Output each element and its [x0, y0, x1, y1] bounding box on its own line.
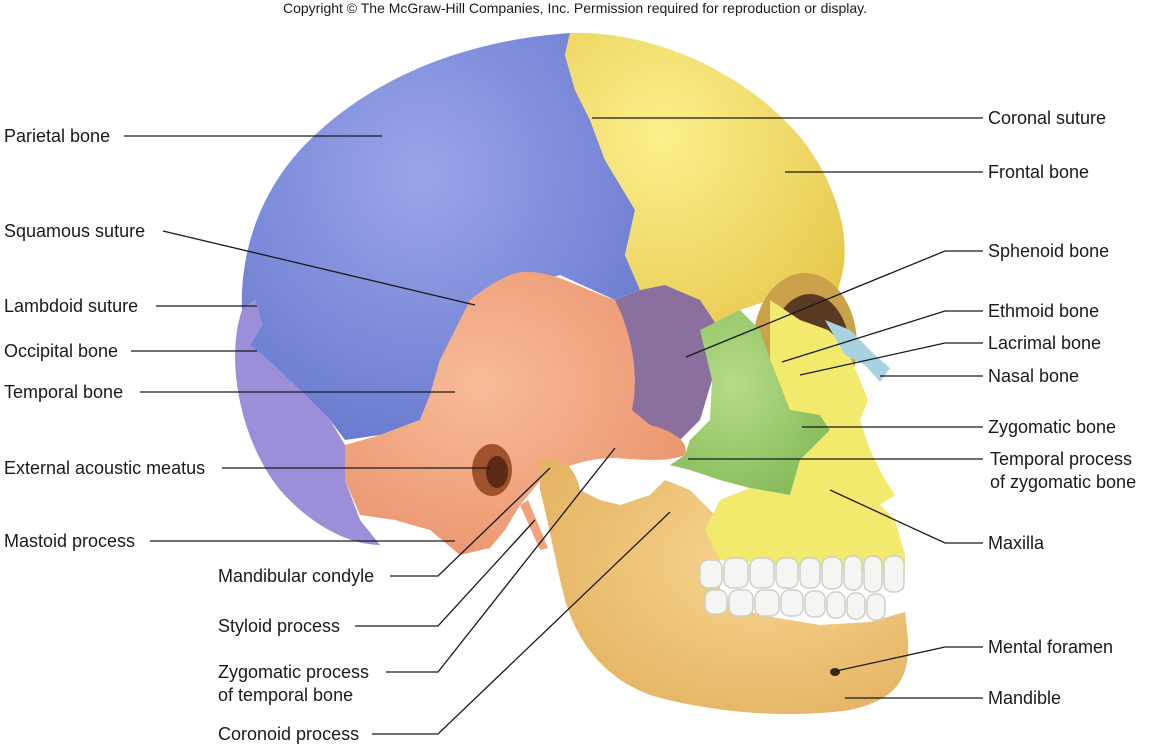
leader-mental-foramen: [835, 646, 983, 672]
maxilla-shape: [705, 300, 905, 575]
leader-zygomatic-process: [386, 447, 616, 673]
label-sphenoid-bone: Sphenoid bone: [988, 241, 1110, 261]
label-mastoid-process: Mastoid process: [4, 531, 136, 551]
label-mandible: Mandible: [988, 688, 1062, 708]
label-zygomatic-process-line1: Zygomatic process: [218, 662, 370, 682]
temporal-bone-shape: [345, 271, 686, 555]
label-nasal-bone: Nasal bone: [988, 366, 1080, 386]
label-temporal-bone: Temporal bone: [4, 382, 124, 402]
label-zygomatic-bone: Zygomatic bone: [988, 417, 1117, 437]
leader-lacrimal-bone: [799, 342, 983, 376]
label-styloid-process: Styloid process: [218, 616, 341, 636]
teeth: [699, 555, 905, 621]
leader-ethmoid-bone: [781, 310, 983, 363]
mental-foramen-shape: [830, 668, 840, 676]
frontal-bone-shape: [565, 32, 845, 330]
styloid-process-shape: [520, 500, 548, 550]
zygomatic-bone-shape: [670, 310, 830, 495]
leader-coronoid-process: [372, 511, 671, 735]
occipital-bone-shape: [235, 300, 380, 545]
copyright-notice: Copyright © The McGraw-Hill Companies, I…: [282, 0, 868, 16]
label-frontal-bone: Frontal bone: [988, 162, 1090, 182]
mandible-shape: [540, 458, 909, 715]
leader-squamous-suture: [162, 230, 476, 306]
label-zygomatic-process-line2: of temporal bone: [218, 685, 354, 705]
leader-maxilla: [829, 489, 983, 544]
label-lacrimal-bone: Lacrimal bone: [988, 333, 1102, 353]
leader-mandibular-condyle: [390, 467, 551, 577]
leader-sphenoid-bone: [685, 250, 983, 358]
nasal-bone-shape: [825, 320, 890, 382]
label-temporal-process-line1: Temporal process: [990, 449, 1133, 469]
label-temporal-process-line2: of zygomatic bone: [990, 472, 1137, 492]
label-maxilla: Maxilla: [988, 533, 1045, 553]
label-coronoid-process: Coronoid process: [218, 724, 360, 744]
label-mandibular-condyle: Mandibular condyle: [218, 566, 375, 586]
label-external-acoustic-meatus: External acoustic meatus: [4, 458, 206, 478]
label-parietal-bone: Parietal bone: [4, 126, 111, 146]
leader-styloid-process: [355, 519, 536, 627]
leader-lines: [124, 117, 983, 735]
sphenoid-bone-shape: [615, 285, 720, 440]
label-occipital-bone: Occipital bone: [4, 341, 119, 361]
parietal-bone-shape: [241, 33, 640, 440]
label-squamous-suture: Squamous suture: [4, 221, 146, 241]
label-mental-foramen: Mental foramen: [988, 637, 1114, 657]
label-lambdoid-suture: Lambdoid suture: [4, 296, 139, 316]
label-coronal-suture: Coronal suture: [988, 108, 1107, 128]
label-ethmoid-bone: Ethmoid bone: [988, 301, 1100, 321]
